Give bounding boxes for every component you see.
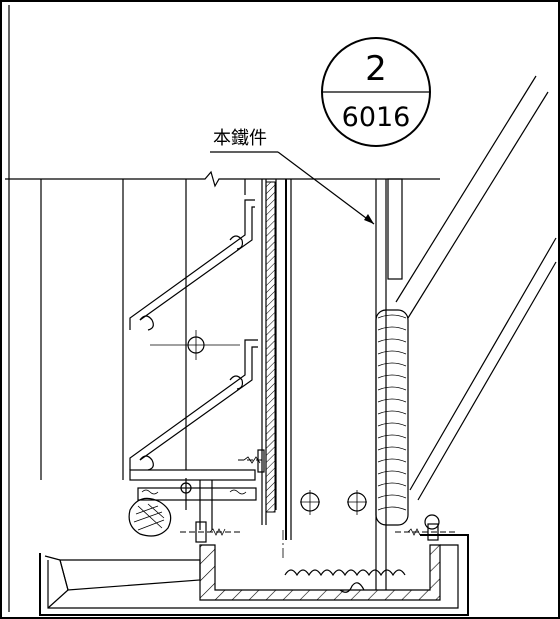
part-name-text: 本鐵件	[213, 128, 267, 149]
detail-sheet-ref: 6016	[342, 102, 411, 133]
weld-bead	[375, 309, 409, 526]
screw-mid-right	[347, 490, 367, 515]
self-tapping-screw-2	[180, 478, 192, 510]
detail-bubble: 2 6016	[321, 37, 431, 147]
detail-number: 2	[365, 49, 387, 89]
left-wall-lines	[8, 5, 246, 612]
louver-extrusion	[129, 199, 258, 530]
self-tapping-screw-4	[395, 514, 458, 541]
screw-top	[150, 330, 240, 360]
sealant-backer-rod	[128, 497, 172, 537]
part-label: 本鐵件	[210, 128, 375, 225]
self-tapping-screw-3	[180, 521, 240, 543]
self-tapping-screw-1	[238, 449, 265, 473]
top-break-line	[5, 170, 440, 188]
vertical-plates	[261, 178, 403, 590]
screw-mid-left	[300, 490, 320, 515]
bottom-sill	[39, 534, 469, 616]
diagonal-braces	[395, 75, 557, 501]
